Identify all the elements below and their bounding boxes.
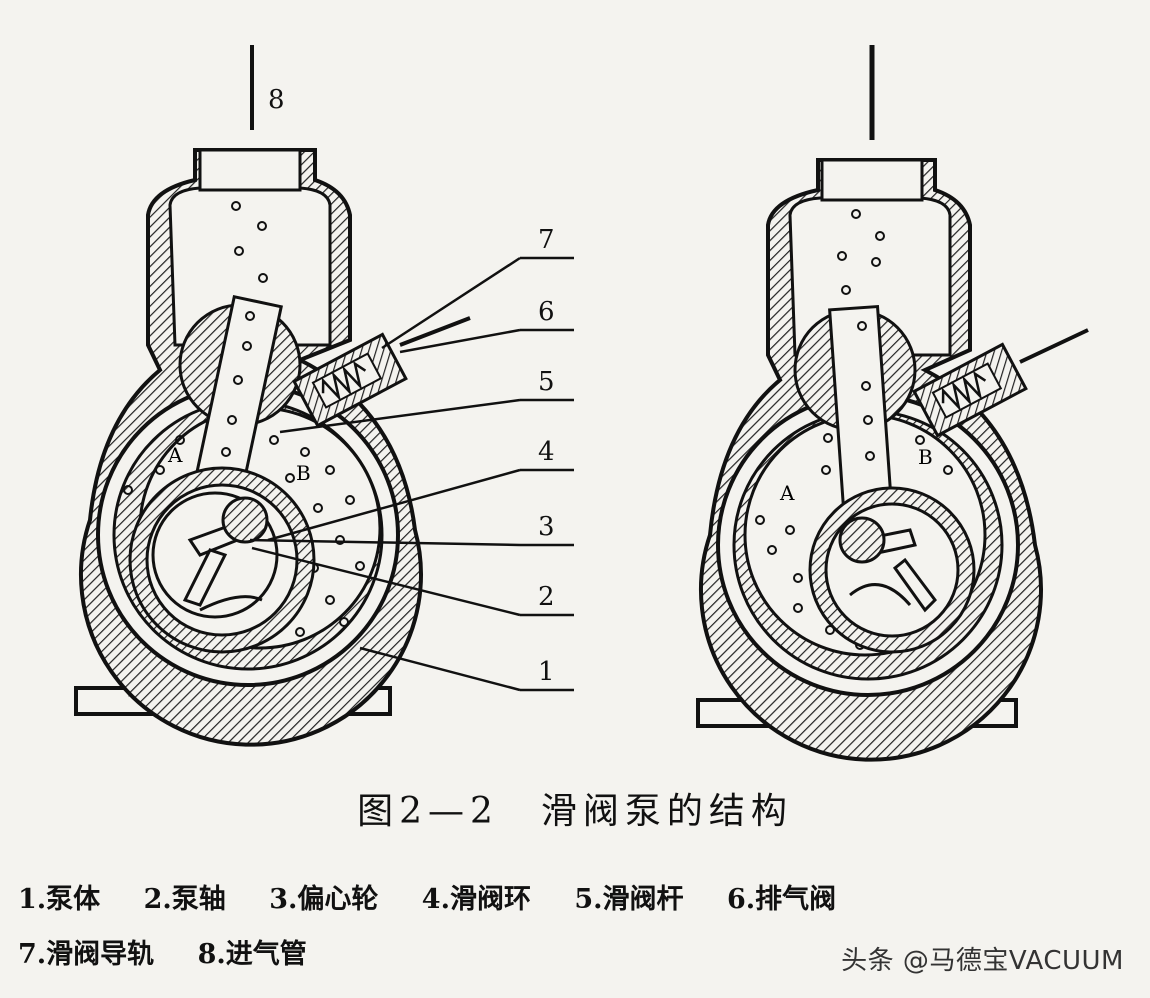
legend-item-5: 5.滑阀杆 <box>574 884 684 915</box>
part-number-4: 4 <box>538 437 555 467</box>
part-number-6: 6 <box>538 297 555 327</box>
region-b-right: B <box>918 445 933 469</box>
legend-item-3: 3.偏心轮 <box>269 884 379 915</box>
legend-item-4: 4.滑阀环 <box>421 884 531 915</box>
region-a-left: A <box>167 443 183 467</box>
eccentric-shaft <box>221 496 269 544</box>
part-number-1: 1 <box>538 657 555 687</box>
legend-item-1: 1.泵体 <box>18 884 101 915</box>
leader-lines <box>249 256 574 692</box>
left-pump: A B <box>74 45 471 747</box>
part-number-7: 7 <box>538 225 555 255</box>
legend-item-7: 7.滑阀导轨 <box>18 939 155 970</box>
part-number-3: 3 <box>538 512 555 542</box>
legend-row-2: 7.滑阀导轨 8.进气管 <box>18 932 341 971</box>
legend-row-1: 1.泵体 2.泵轴 3.偏心轮 4.滑阀环 5.滑阀杆 6.排气阀 <box>18 877 870 916</box>
part-number-5: 5 <box>538 367 555 397</box>
right-pump: A B <box>696 45 1089 762</box>
legend-item-6: 6.排气阀 <box>726 884 837 915</box>
legend-item-2: 2.泵轴 <box>143 884 226 915</box>
eccentric-shaft-right <box>838 516 886 564</box>
part-number-8: 8 <box>268 85 285 115</box>
region-b-left: B <box>296 461 311 485</box>
region-a-right: A <box>779 481 795 505</box>
figure-caption: 图2—2 滑阀泵的结构 <box>357 791 793 832</box>
watermark: 头条 @马德宝VACUUM <box>841 946 1124 976</box>
legend-item-8: 8.进气管 <box>197 939 307 970</box>
part-number-2: 2 <box>538 582 555 612</box>
